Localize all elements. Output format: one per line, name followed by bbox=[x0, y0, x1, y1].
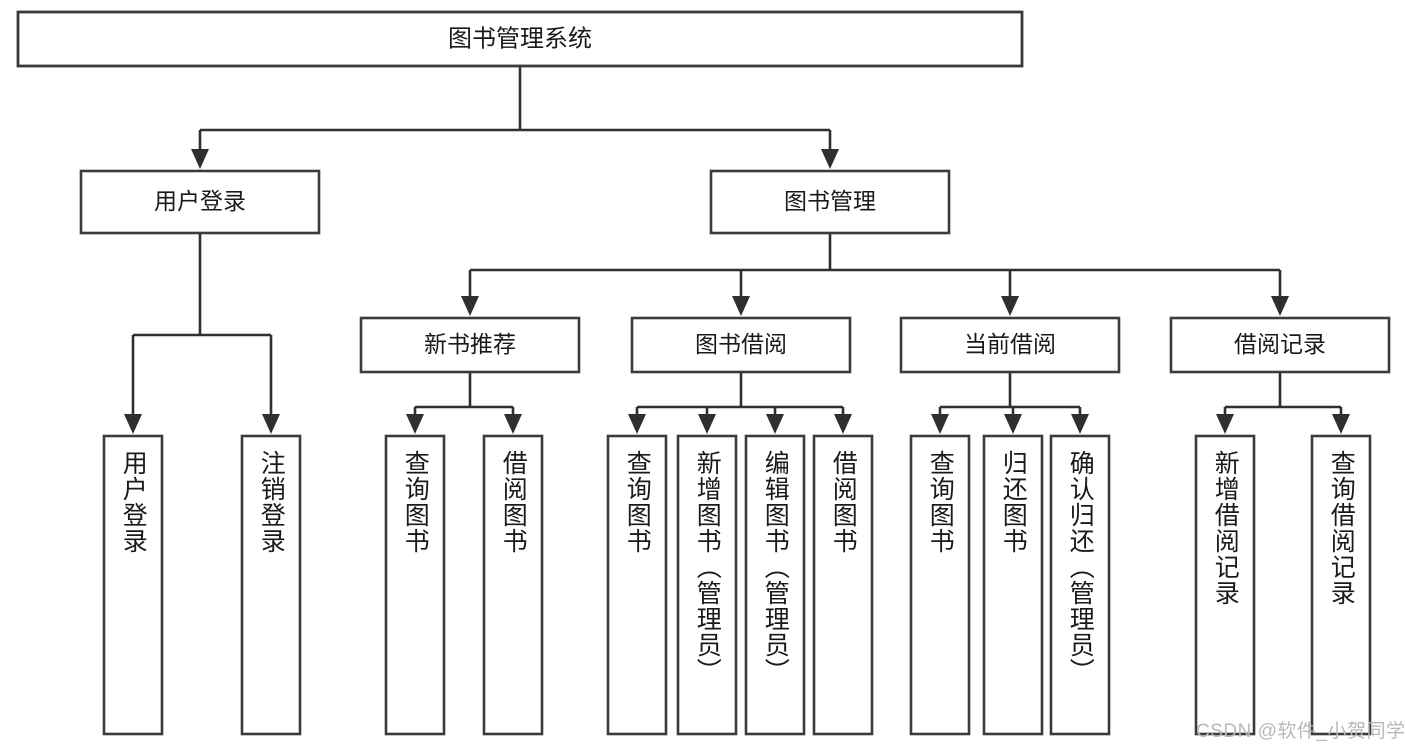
node-box-user-login[interactable] bbox=[79, 169, 321, 235]
node-box-new-book-recommend[interactable] bbox=[359, 316, 581, 374]
arrow-head-icon-user-login bbox=[191, 149, 209, 169]
arrow-head-icon-leaf-query-borrow-record bbox=[1332, 414, 1350, 434]
node-label-root: 图书管理系统 bbox=[448, 25, 592, 52]
arrow-head-icon-leaf-edit-book-admin bbox=[766, 414, 784, 434]
arrow-head-icon-leaf-add-book-admin bbox=[698, 414, 716, 434]
arrow-head-icon-borrow-records bbox=[1271, 296, 1289, 316]
node-box-leaf-logout-login[interactable] bbox=[240, 434, 302, 736]
node-box-leaf-add-book-admin[interactable] bbox=[676, 434, 738, 736]
arrow-head-icon-leaf-confirm-return-admin bbox=[1071, 414, 1089, 434]
arrow-head-icon-leaf-user-login bbox=[124, 414, 142, 434]
arrow-head-icon-book-management bbox=[821, 149, 839, 169]
node-box-current-borrow[interactable] bbox=[899, 316, 1121, 374]
node-box-leaf-borrow-book-recommend[interactable] bbox=[482, 434, 544, 736]
node-label-new-book-recommend: 新书推荐 bbox=[424, 331, 516, 357]
node-box-leaf-return-book[interactable] bbox=[982, 434, 1044, 736]
node-label-borrow-records: 借阅记录 bbox=[1234, 331, 1326, 357]
node-box-leaf-add-borrow-record[interactable] bbox=[1194, 434, 1256, 736]
node-label-book-borrow: 图书借阅 bbox=[695, 331, 787, 357]
node-box-leaf-query-book-borrow[interactable] bbox=[606, 434, 668, 736]
node-label-user-login: 用户登录 bbox=[154, 188, 246, 214]
node-box-root[interactable] bbox=[16, 10, 1024, 68]
arrow-head-icon-new-book-recommend bbox=[461, 296, 479, 316]
node-box-leaf-user-login[interactable] bbox=[102, 434, 164, 736]
node-box-leaf-query-book-current[interactable] bbox=[909, 434, 971, 736]
node-box-leaf-confirm-return-admin[interactable] bbox=[1049, 434, 1111, 736]
arrow-head-icon-leaf-return-book bbox=[1004, 414, 1022, 434]
node-label-book-management: 图书管理 bbox=[784, 188, 876, 214]
watermark: CSDN @软件_小贺同学 bbox=[1196, 721, 1405, 742]
arrow-head-icon-leaf-borrow-book-recommend bbox=[504, 414, 522, 434]
arrow-head-icon-leaf-query-book-borrow bbox=[628, 414, 646, 434]
node-box-book-borrow[interactable] bbox=[630, 316, 852, 374]
node-label-current-borrow: 当前借阅 bbox=[964, 331, 1056, 357]
arrow-head-icon-current-borrow bbox=[1001, 296, 1019, 316]
arrow-head-icon-leaf-borrow-book bbox=[834, 414, 852, 434]
arrow-head-icon-leaf-logout-login bbox=[262, 414, 280, 434]
node-box-leaf-edit-book-admin[interactable] bbox=[744, 434, 806, 736]
node-box-leaf-borrow-book[interactable] bbox=[812, 434, 874, 736]
node-box-layer bbox=[16, 10, 1391, 736]
arrow-head-icon-leaf-query-book-recommend bbox=[406, 414, 424, 434]
node-box-book-management[interactable] bbox=[709, 169, 951, 235]
node-box-leaf-query-book-recommend[interactable] bbox=[384, 434, 446, 736]
connector-layer bbox=[124, 66, 1350, 434]
arrow-head-icon-leaf-query-book-current bbox=[931, 414, 949, 434]
node-box-borrow-records[interactable] bbox=[1169, 316, 1391, 374]
arrow-head-icon-leaf-add-borrow-record bbox=[1216, 414, 1234, 434]
arrow-head-icon-book-borrow bbox=[732, 296, 750, 316]
node-box-leaf-query-borrow-record[interactable] bbox=[1310, 434, 1372, 736]
